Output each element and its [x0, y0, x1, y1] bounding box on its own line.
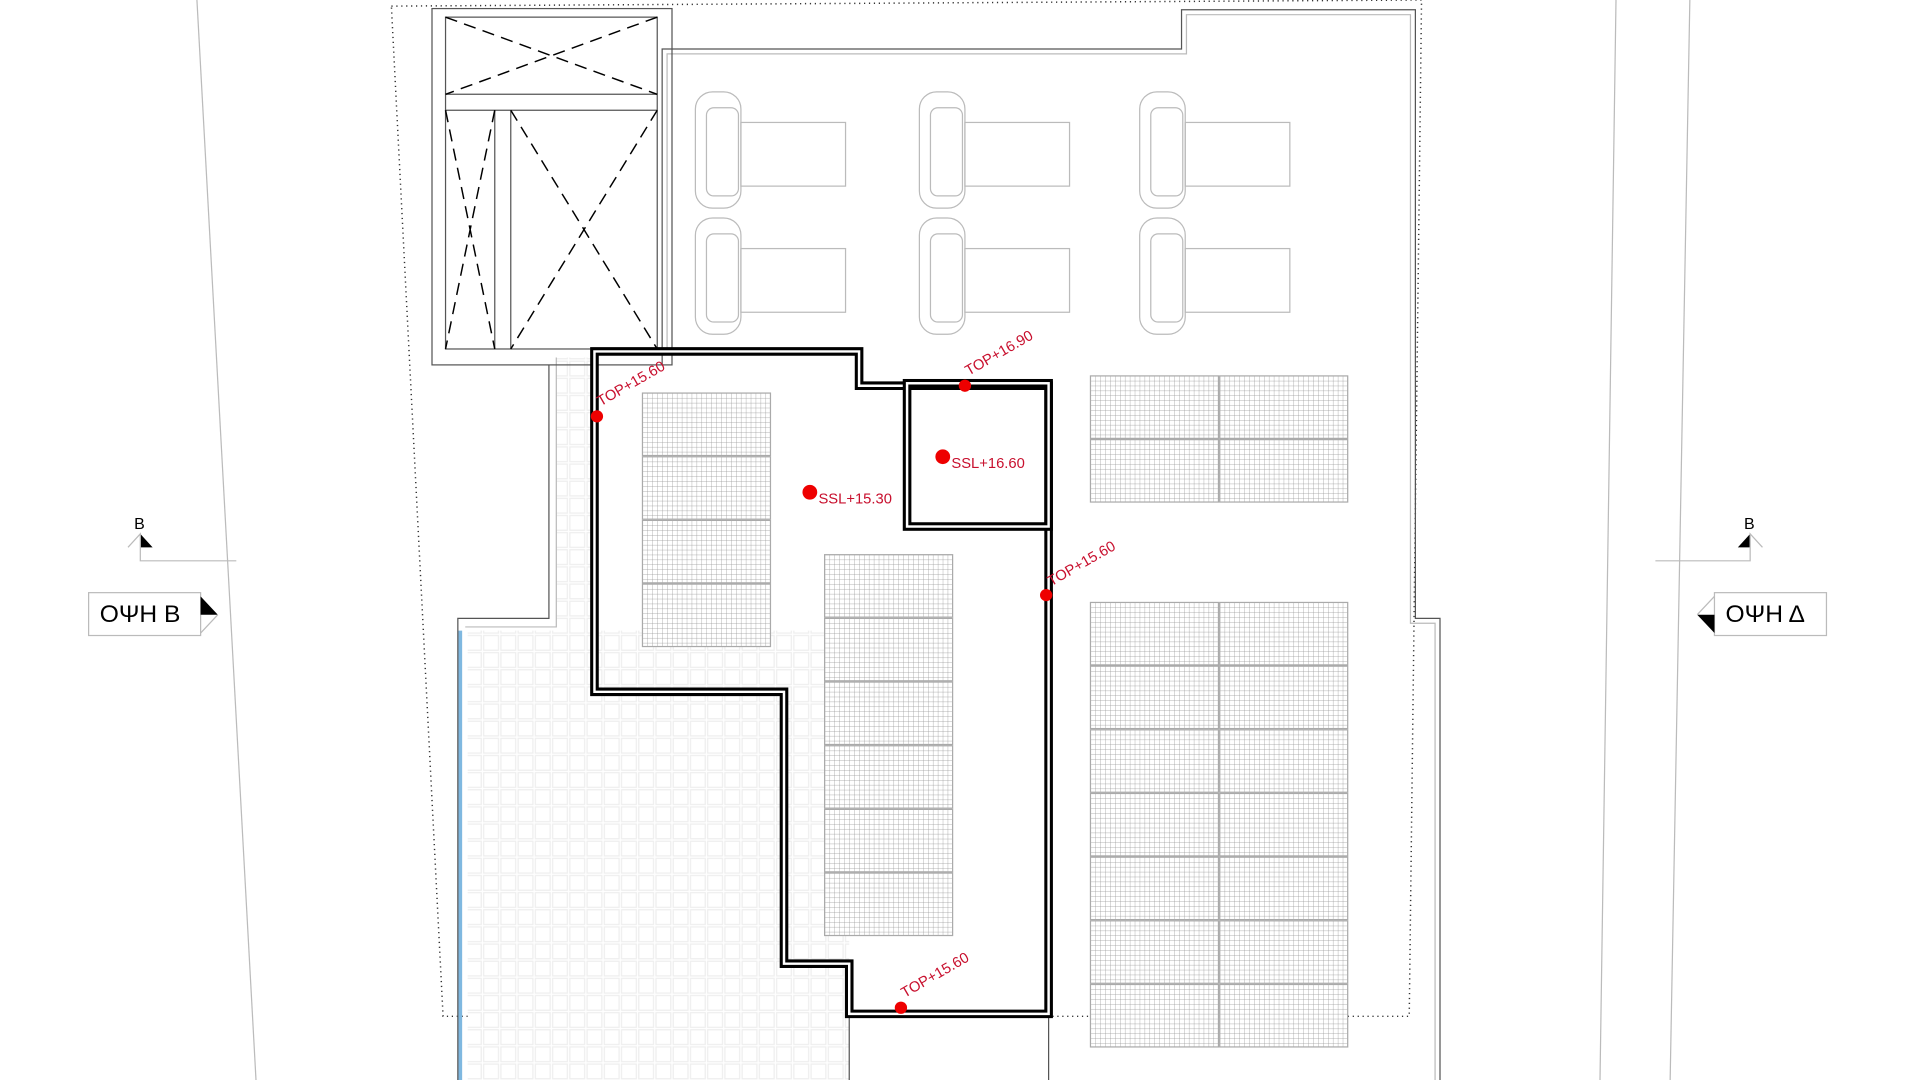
parapet-walls: [590, 347, 1053, 1019]
level-label: SSL+16.60: [951, 456, 1024, 472]
level-label: TOP+15.60: [899, 950, 973, 1001]
property-line-right-inner: [1599, 0, 1617, 1080]
terrace-outline: [457, 364, 550, 1080]
terrace-tiles: [467, 630, 850, 1080]
section-marker-right[interactable]: B ΟΨΗ Δ: [1655, 516, 1828, 637]
sunbeds: [694, 91, 1291, 335]
stair-core: [431, 7, 673, 366]
level-label: SSL+15.30: [818, 491, 891, 507]
section-letter: B: [134, 516, 145, 533]
view-label: ΟΨΗ Β: [100, 601, 181, 628]
section-letter: B: [1744, 516, 1755, 533]
building-outline: [661, 9, 1441, 1080]
section-marker-left[interactable]: B ΟΨΗ Β: [88, 516, 237, 637]
property-line-right: [1669, 0, 1691, 1080]
level-label: TOP+16.90: [963, 328, 1037, 379]
property-line-left: [196, 0, 257, 1080]
level-label: TOP+15.60: [1045, 539, 1119, 590]
view-label: ΟΨΗ Δ: [1726, 601, 1805, 628]
